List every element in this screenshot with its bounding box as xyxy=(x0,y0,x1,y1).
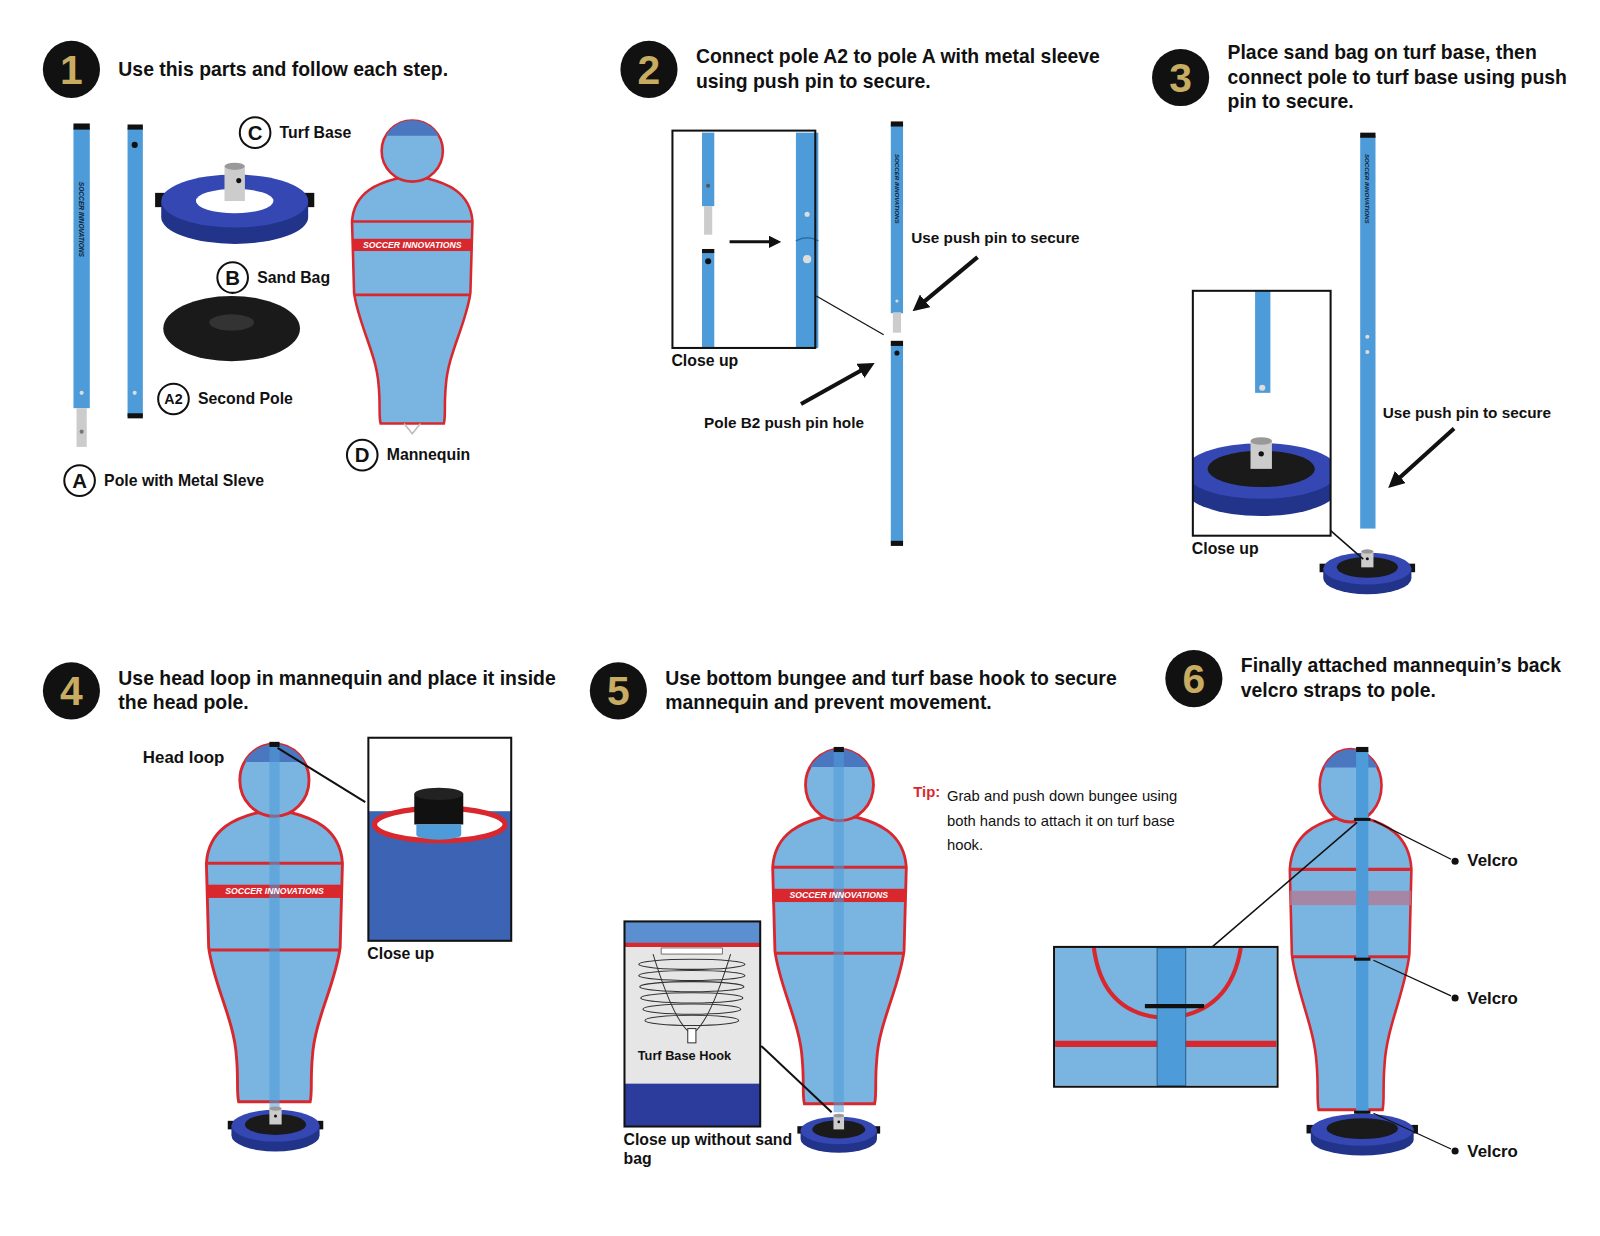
step-number: 6 xyxy=(1165,650,1222,707)
label: Velcro xyxy=(1467,989,1518,1008)
pole-logo: SOCCER INNOVATIONS xyxy=(78,182,85,257)
step-marker: 6 Finally attached mannequin’s back velcr… xyxy=(1165,650,1600,707)
label: Use push pin to secure xyxy=(911,229,1079,246)
label: Head loop xyxy=(143,748,224,767)
step-marker: 4 Use head loop in mannequin and place it… xyxy=(43,662,557,719)
tip-tag: Tip: xyxy=(913,784,940,800)
part-callout: B Sand Bag xyxy=(216,261,330,294)
step-marker: 1 Use this parts and follow each step. xyxy=(43,41,547,98)
close-up-caption: Close up xyxy=(671,351,793,370)
close-up-box: Close up xyxy=(671,130,816,349)
label: Use push pin to secure xyxy=(1383,404,1551,421)
step-marker: 5 Use bottom bungee and turf base hook to… xyxy=(590,662,1125,719)
step-heading: Place sand bag on turf base, then connec… xyxy=(1228,41,1595,114)
part-name: Sand Bag xyxy=(257,268,330,286)
close-up-box: Close up xyxy=(367,737,512,942)
step-number: 2 xyxy=(620,41,677,98)
callout-letter: D xyxy=(346,439,379,472)
part-name: Pole with Metal Sleve xyxy=(104,471,264,489)
callout-letter: B xyxy=(216,261,249,294)
callout-letter: A2 xyxy=(157,383,190,416)
part-name: Second Pole xyxy=(198,390,293,408)
pole-logo: SOCCER INNOVATIONS xyxy=(894,154,900,224)
callout-letter: C xyxy=(239,116,272,149)
label: Grab and push down bungee using both han… xyxy=(947,784,1192,857)
close-up-box: Turf Base HookClose up without sand bag xyxy=(623,920,761,1127)
step-heading: Use head loop in mannequin and place it … xyxy=(118,666,557,715)
part-name: Turf Base xyxy=(280,123,352,141)
band-logo: SOCCER INNOVATIONS xyxy=(363,240,461,250)
label: Velcro xyxy=(1467,1142,1518,1161)
step-number: 1 xyxy=(43,41,100,98)
step-heading: Use bottom bungee and turf base hook to … xyxy=(665,666,1124,715)
part-callout: C Turf Base xyxy=(239,116,352,149)
part-callout: A Pole with Metal Sleve xyxy=(63,464,264,497)
band-logo: SOCCER INNOVATIONS xyxy=(790,890,888,900)
band-logo: SOCCER INNOVATIONS xyxy=(225,886,323,896)
step-marker: 3 Place sand bag on turf base, then conne… xyxy=(1152,41,1595,114)
label: Velcro xyxy=(1467,851,1518,870)
step-heading: Connect pole A2 to pole A with metal sle… xyxy=(696,45,1125,94)
callout-letter: A xyxy=(63,464,96,497)
part-callout: A2 Second Pole xyxy=(157,383,293,416)
close-up-caption: Close up xyxy=(367,944,489,963)
close-up-caption: Close up without sand bag xyxy=(623,1130,796,1169)
inner-label: Turf Base Hook xyxy=(638,1049,731,1063)
step-number: 3 xyxy=(1152,49,1209,106)
step-heading: Finally attached mannequin’s back velcro… xyxy=(1241,654,1600,703)
step-number: 4 xyxy=(43,662,100,719)
close-up-box: Close up xyxy=(1192,290,1332,537)
step-heading: Use this parts and follow each step. xyxy=(118,57,547,81)
part-callout: D Mannequin xyxy=(346,439,470,472)
pole-logo: SOCCER INNOVATIONS xyxy=(1364,154,1370,224)
step-number: 5 xyxy=(590,662,647,719)
part-name: Mannequin xyxy=(387,446,470,464)
step-marker: 2 Connect pole A2 to pole A with metal sl… xyxy=(620,41,1124,98)
close-up-caption: Close up xyxy=(1192,539,1314,558)
label: Pole B2 push pin hole xyxy=(704,413,864,430)
